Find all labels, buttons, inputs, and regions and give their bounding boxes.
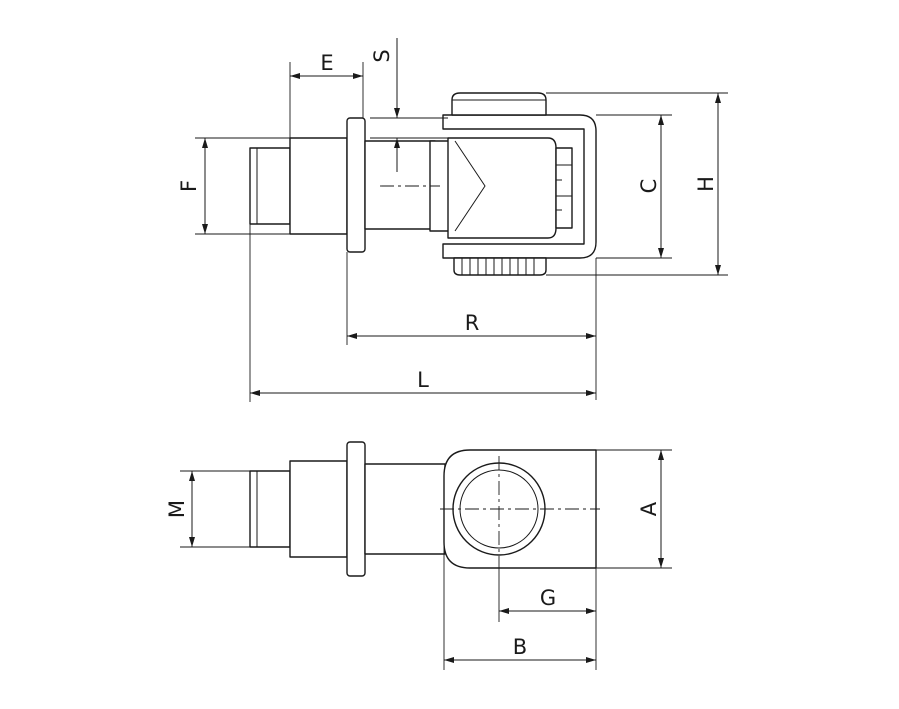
dim-m: M [165, 470, 250, 548]
shank-plan [364, 463, 446, 555]
threaded-stud-plan [249, 470, 291, 548]
collar [289, 137, 348, 235]
dim-e: E [289, 51, 364, 138]
label-a: A [637, 501, 661, 516]
label-c: C [637, 179, 661, 194]
dim-l: L [249, 224, 596, 402]
label-g: G [540, 586, 556, 610]
shank [364, 140, 436, 230]
label-s: S [370, 49, 394, 62]
adjust-nut [453, 257, 547, 276]
flange-washer [346, 117, 366, 253]
inner-body [447, 137, 557, 239]
label-l: L [417, 368, 429, 392]
dim-b: B [443, 542, 596, 670]
side-insert [555, 147, 573, 229]
dim-f: F [177, 137, 290, 235]
label-e: E [320, 51, 333, 75]
u-bracket [442, 114, 597, 259]
collar-plan [289, 460, 348, 558]
dim-h: H [546, 92, 728, 276]
label-m: M [165, 500, 189, 518]
label-f: F [177, 180, 201, 192]
threaded-stud [249, 147, 291, 225]
flange-washer-plan [346, 441, 366, 577]
plan-view [249, 441, 600, 577]
dim-r: R [346, 252, 597, 400]
dim-a: A [596, 449, 672, 569]
top-cap [451, 92, 547, 116]
label-b: B [513, 635, 527, 659]
label-r: R [465, 311, 480, 335]
dim-g: G [498, 562, 597, 670]
side-view [249, 92, 597, 276]
dim-s: S [370, 38, 448, 172]
label-h: H [694, 176, 718, 192]
dim-c: C [596, 114, 672, 259]
